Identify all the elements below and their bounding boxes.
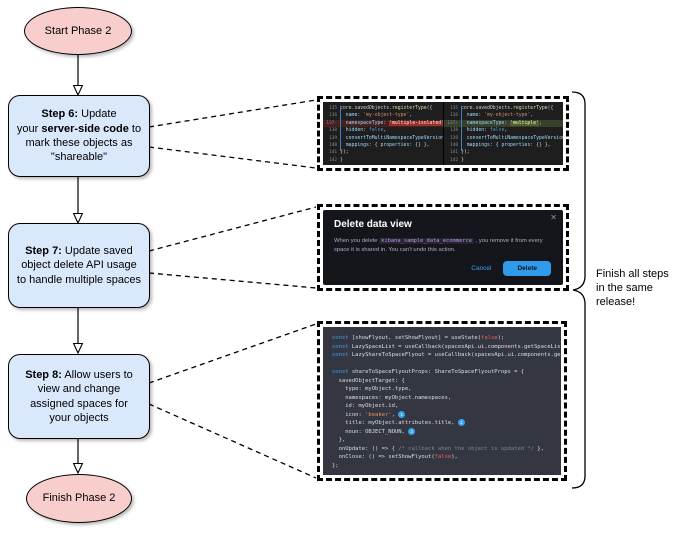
delete-dialog-panel: Delete data view ✕ When you delete kiban… [317, 204, 569, 291]
dialog-body: When you delete kibana_sample_data_ecomm… [334, 238, 543, 253]
close-icon[interactable]: ✕ [550, 213, 557, 222]
delete-button[interactable]: Delete [503, 261, 551, 276]
delete-dialog: Delete data view ✕ When you delete kiban… [323, 210, 563, 285]
diff-change-guide [461, 106, 462, 151]
code-block: const [showFlyout, setShowFlyout] = useS… [323, 327, 561, 475]
cancel-button[interactable]: Cancel [471, 265, 492, 272]
start-node-label: Start Phase 2 [44, 24, 112, 37]
start-node: Start Phase 2 [24, 7, 132, 55]
diff-change-guide [340, 106, 341, 151]
dialog-title: Delete data view [334, 219, 412, 230]
finish-node-label: Finish Phase 2 [42, 492, 116, 505]
finish-node: Finish Phase 2 [26, 474, 132, 523]
code-panel: const [showFlyout, setShowFlyout] = useS… [317, 321, 567, 481]
callout-connectors [148, 99, 317, 479]
curly-brace [571, 91, 586, 489]
